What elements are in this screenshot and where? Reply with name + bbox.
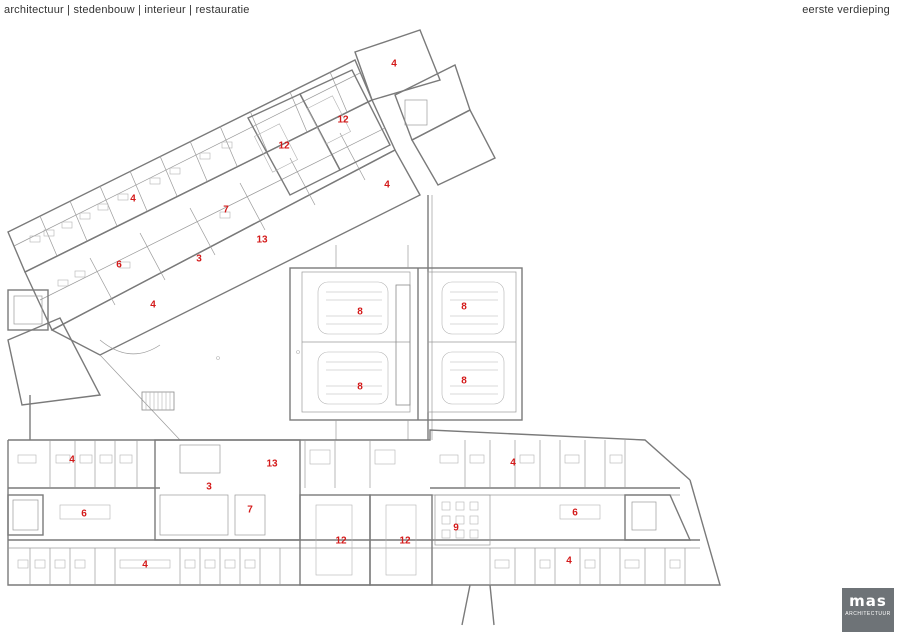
room-number-label: 7 <box>223 205 229 216</box>
practice-tagline: architectuur | stedenbouw | interieur | … <box>4 4 250 16</box>
mas-logo: mas ARCHITECTUUR <box>842 588 894 632</box>
room-number-label: 4 <box>391 59 397 70</box>
room-number-label: 4 <box>69 455 75 466</box>
floor-label: eerste verdieping <box>802 4 890 16</box>
room-number-label: 13 <box>266 459 278 470</box>
room-number-label: 8 <box>461 302 467 313</box>
room-number-label: 8 <box>357 382 363 393</box>
south-wing <box>7 429 721 626</box>
room-number-label: 7 <box>247 505 253 516</box>
room-number-label: 6 <box>81 509 87 520</box>
logo-subtitle: ARCHITECTUUR <box>845 611 891 617</box>
room-number-label: 4 <box>150 300 156 311</box>
room-number-label: 6 <box>116 260 122 271</box>
room-number-label: 12 <box>337 115 349 126</box>
atrium <box>29 195 433 441</box>
room-number-label: 4 <box>510 458 516 469</box>
room-number-label: 4 <box>142 560 148 571</box>
room-number-label: 6 <box>572 508 578 519</box>
room-number-label: 8 <box>357 307 363 318</box>
room-number-label: 12 <box>335 536 347 547</box>
logo-brand: mas <box>849 592 887 610</box>
room-number-label: 3 <box>196 254 202 265</box>
room-number-label: 4 <box>130 194 136 205</box>
room-number-label: 13 <box>256 235 268 246</box>
room-number-label: 12 <box>278 141 290 152</box>
room-number-label: 9 <box>453 523 459 534</box>
auditorium-block <box>289 245 523 440</box>
room-number-label: 8 <box>461 376 467 387</box>
room-number-label: 3 <box>206 482 212 493</box>
room-number-label: 12 <box>399 536 411 547</box>
room-number-label: 4 <box>384 180 390 191</box>
diagonal-wing <box>7 29 496 406</box>
room-number-label: 4 <box>566 556 572 567</box>
room-numbers: 4 12 12 4 7 4 13 6 3 4 8 8 8 8 4 13 4 3 … <box>69 59 578 571</box>
